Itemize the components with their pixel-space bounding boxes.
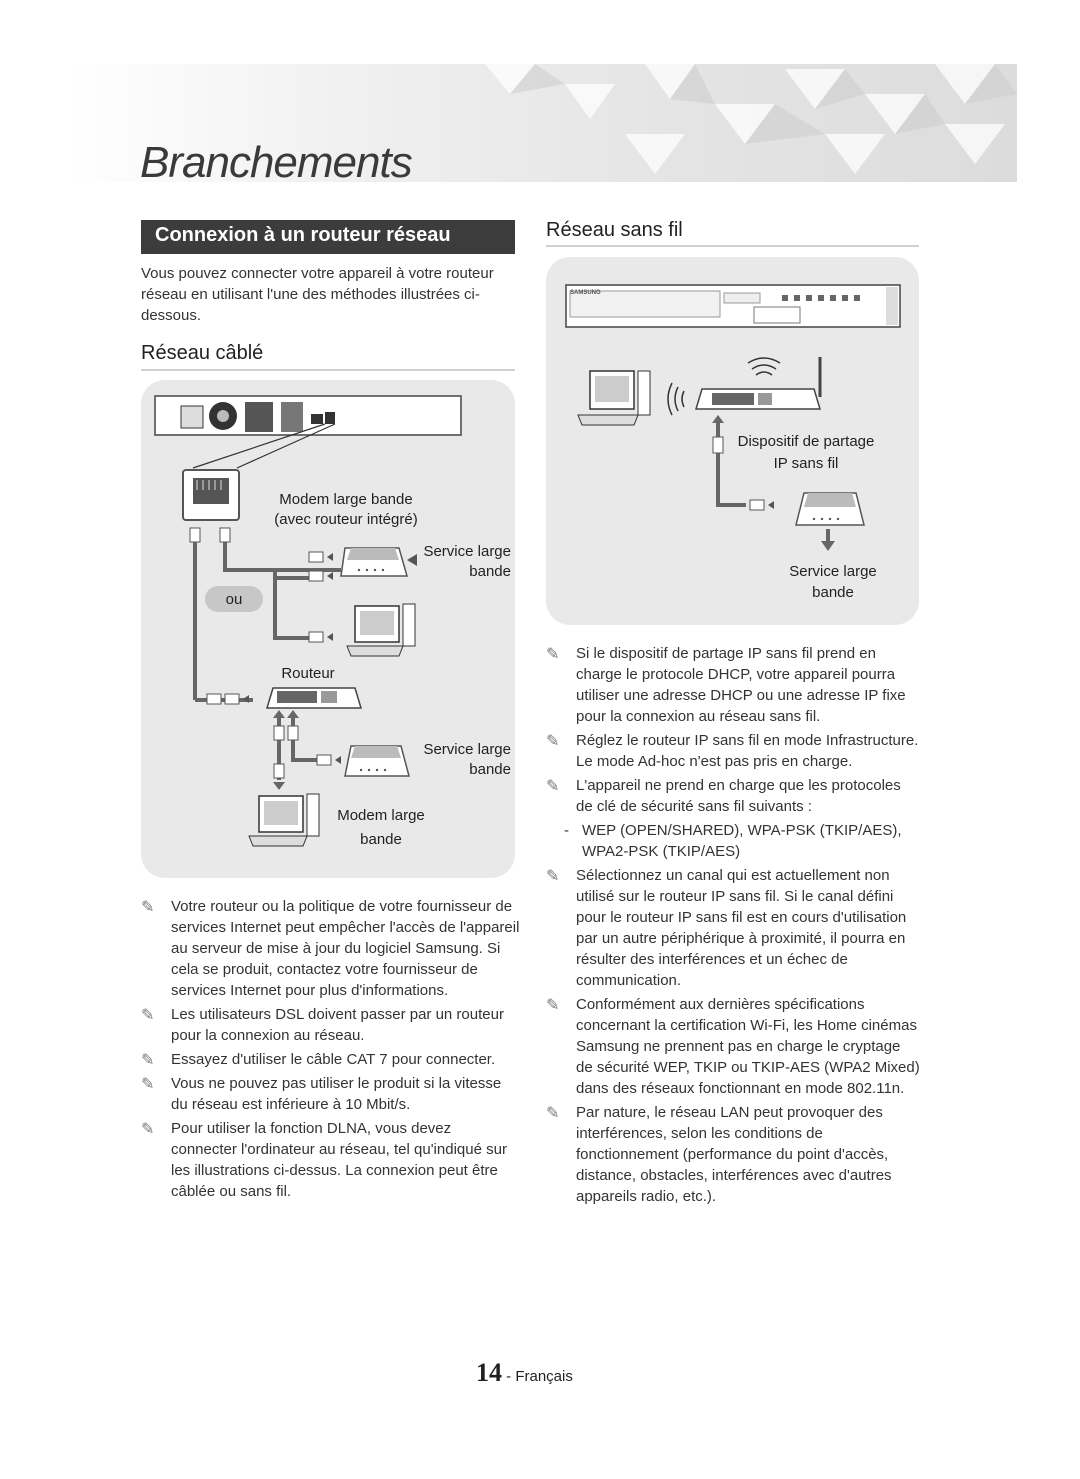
label-modem-integrated: Modem large bande (avec routeur intégré)	[274, 491, 418, 528]
usb-slot	[753, 306, 801, 324]
section-heading: Connexion à un routeur réseau	[155, 224, 451, 246]
pencil-icon: ✎	[546, 868, 560, 885]
wireless-diagram-panel: SAMSUNG Dispositif de partage IP sans fi…	[546, 257, 919, 625]
pencil-icon: ✎	[546, 646, 560, 663]
page-language: Français	[515, 1368, 573, 1385]
wireless-heading: Réseau sans fil	[546, 219, 683, 241]
note-item: ✎Essayez d'utiliser le câble CAT 7 pour …	[141, 1051, 496, 1069]
wired-diagram-panel: Modem large bande (avec routeur intégré)…	[141, 380, 515, 878]
label-router: Routeur	[281, 665, 335, 682]
note-item: ✎Conformément aux dernières spécificatio…	[546, 996, 920, 1097]
lan-port	[325, 412, 335, 424]
chapter-banner	[65, 64, 1017, 182]
note-item: ✎Votre routeur ou la politique de votre …	[141, 898, 520, 999]
wireless-heading-rule	[546, 245, 919, 247]
av-ports	[281, 402, 303, 432]
pencil-icon: ✎	[141, 899, 155, 916]
page-title: Branchements	[140, 138, 413, 187]
right-notes: ✎Si le dispositif de partage IP sans fil…	[546, 643, 921, 1210]
label-modem: Modem large bande	[337, 807, 425, 848]
note-item: ✎Vous ne pouvez pas utiliser le produit …	[141, 1075, 502, 1113]
pencil-icon: ✎	[141, 1076, 155, 1093]
label-or: ou	[225, 591, 243, 608]
intro-paragraph: Vous pouvez connecter votre appareil à v…	[141, 265, 494, 324]
label-sharing-device: Dispositif de partage IP sans fil	[737, 433, 875, 472]
power-port	[180, 405, 204, 429]
hdmi-port	[311, 414, 323, 424]
section-heading-bar: Connexion à un routeur réseau	[141, 220, 515, 254]
note-item: ✎Sélectionnez un canal qui est actuellem…	[546, 867, 907, 989]
wired-heading: Réseau câblé	[141, 342, 264, 364]
pencil-icon: ✎	[546, 1105, 560, 1122]
label-service-bottom: Service large bande	[423, 741, 511, 778]
note-item: ✎Par nature, le réseau LAN peut provoque…	[546, 1104, 892, 1205]
label-service-top: Service large bande	[423, 543, 511, 580]
page-number: 14	[476, 1358, 502, 1387]
note-item: ✎Pour utiliser la fonction DLNA, vous de…	[141, 1120, 507, 1200]
note-item: ✎L'appareil ne prend en charge que les p…	[546, 777, 901, 815]
wireless-diagram	[565, 284, 901, 551]
speaker-terminals	[245, 402, 273, 432]
note-item: ✎Si le dispositif de partage IP sans fil…	[546, 645, 906, 725]
pencil-icon: ✎	[141, 1121, 155, 1138]
wired-diagram	[154, 395, 462, 847]
note-item: ✎Réglez le routeur IP sans fil en mode I…	[546, 732, 919, 770]
pencil-icon: ✎	[141, 1052, 155, 1069]
security-protocols: -WEP (OPEN/SHARED), WPA-PSK (TKIP/AES), …	[564, 822, 902, 860]
pencil-icon: ✎	[546, 778, 560, 795]
label-service: Service large bande	[789, 563, 877, 601]
pencil-icon: ✎	[546, 997, 560, 1014]
or-pill	[205, 586, 263, 612]
wifi-waves-icon	[747, 357, 781, 364]
pencil-icon: ✎	[141, 1007, 155, 1024]
wired-heading-rule	[141, 369, 515, 371]
pencil-icon: ✎	[546, 733, 560, 750]
left-notes: ✎Votre routeur ou la politique de votre …	[141, 896, 521, 1205]
banner-pattern	[485, 64, 1017, 174]
note-item: ✎Les utilisateurs DSL doivent passer par…	[141, 1006, 504, 1044]
device-brand: SAMSUNG	[570, 290, 601, 296]
page-footer: 14 - Français	[476, 1358, 573, 1387]
